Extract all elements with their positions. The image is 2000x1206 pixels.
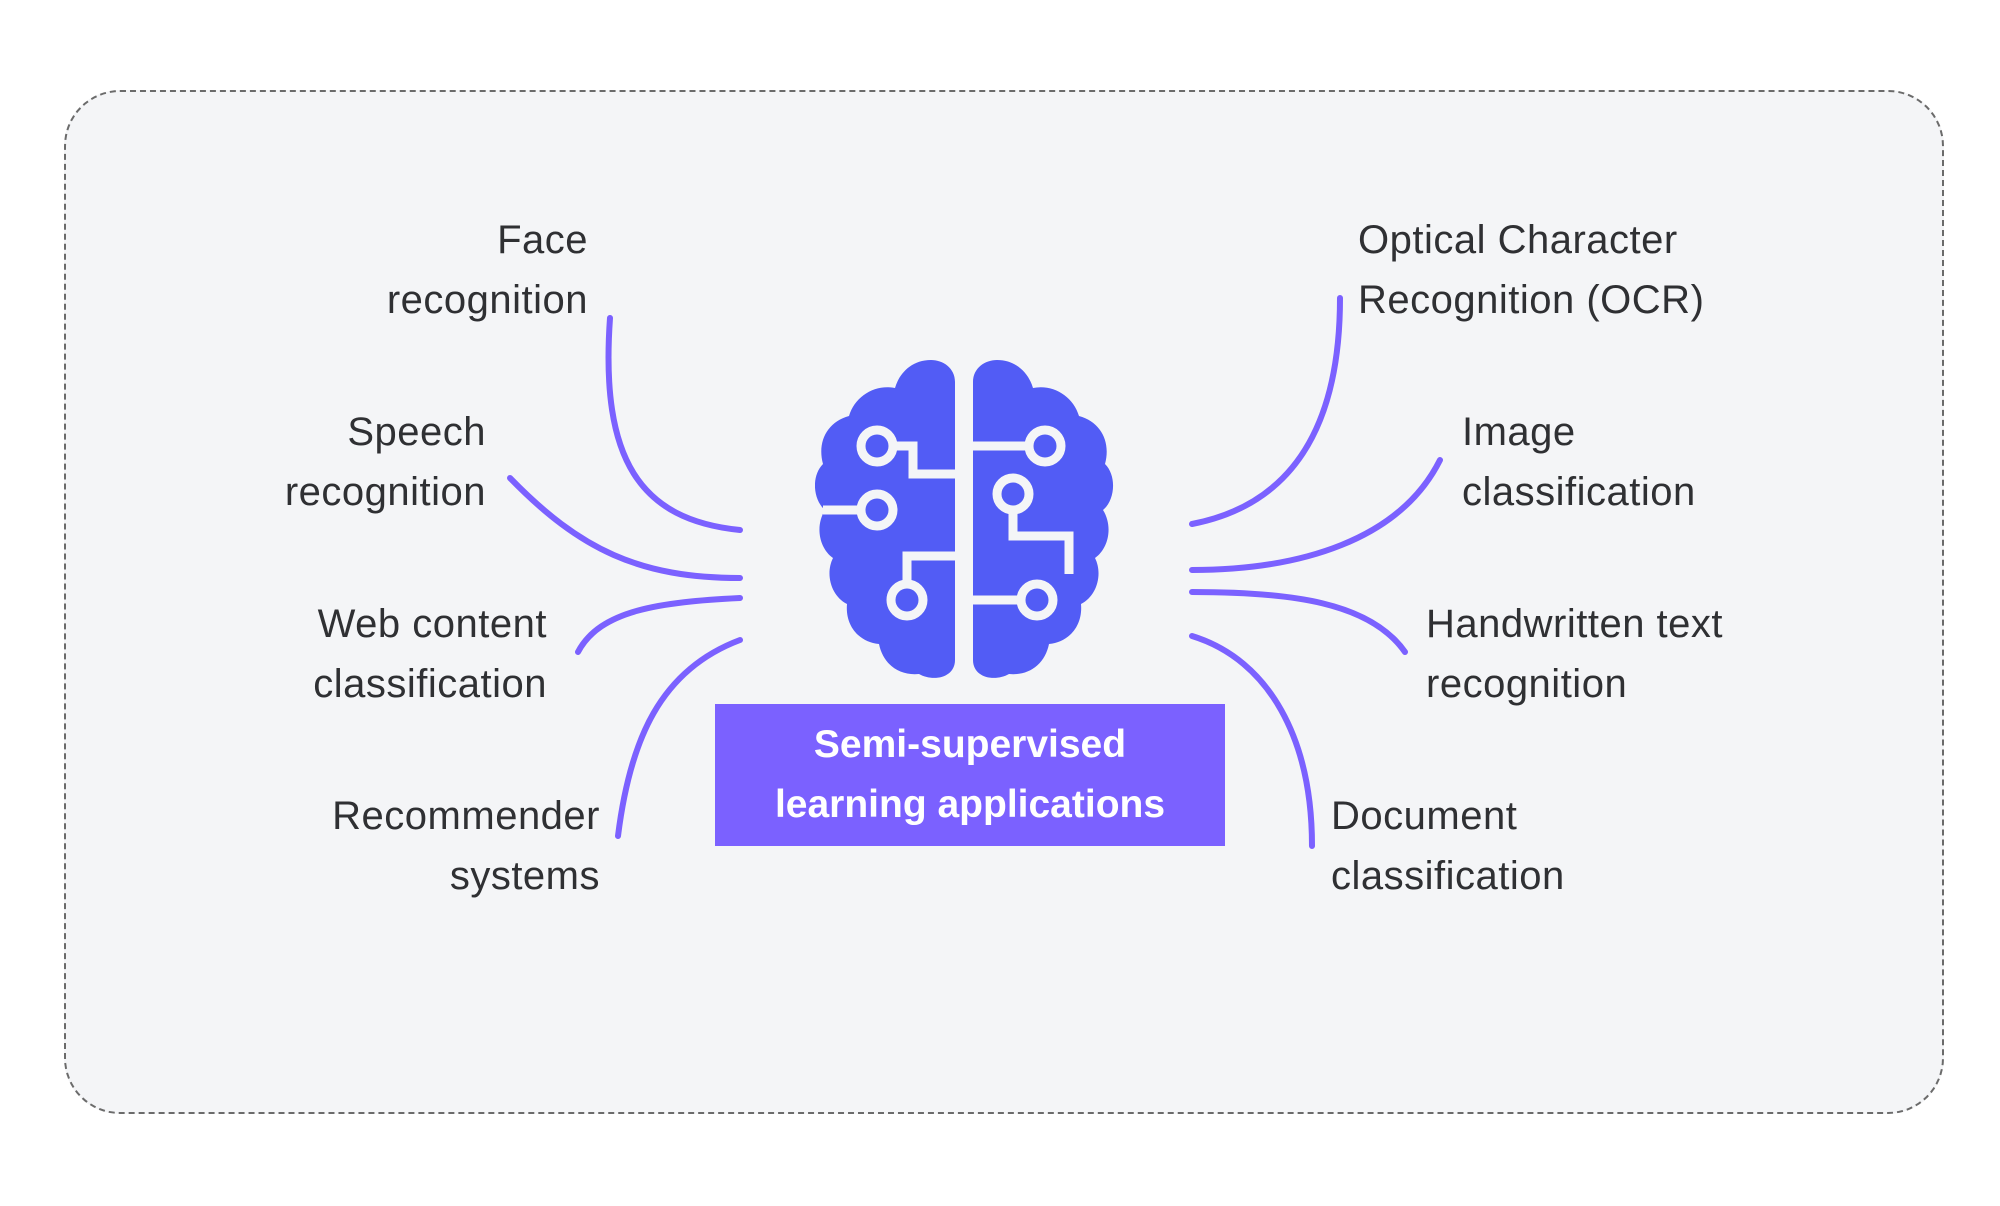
connector-recommender-systems [615, 637, 743, 839]
circuit-node [886, 579, 928, 621]
label-line: systems [449, 854, 600, 898]
circuit-trace [1008, 498, 1074, 574]
connector-face-recognition [605, 315, 743, 533]
label-line: Web content [317, 602, 547, 646]
connector-web-content-classification [575, 595, 743, 655]
label-line: Image [1462, 410, 1576, 454]
label-line: Handwritten text [1426, 602, 1724, 646]
circuit-node [1024, 425, 1066, 467]
circuit-node [992, 473, 1034, 515]
circuit-node [1016, 579, 1058, 621]
label-line: classification [313, 662, 547, 706]
label-line: Recommender [332, 794, 600, 838]
circuit-node [856, 425, 898, 467]
label-line: Speech [347, 410, 486, 454]
connector-speech-recognition [507, 475, 743, 581]
connector-handwritten-text [1189, 589, 1408, 655]
label-face-recognition: Face recognition [387, 210, 588, 330]
center-title-box: Semi-supervised learning applications [715, 704, 1225, 846]
connector-image-classification [1189, 457, 1443, 573]
label-line: Face [497, 218, 588, 262]
center-title-line1: Semi-supervised [813, 723, 1127, 766]
label-line: Document [1331, 794, 1518, 838]
connector-ocr [1189, 295, 1343, 527]
center-title-line2: learning applications [774, 783, 1166, 826]
label-image-classification: Image classification [1462, 402, 1696, 522]
label-document-classification: Document classification [1331, 786, 1565, 906]
label-ocr: Optical Character Recognition (OCR) [1358, 210, 1704, 330]
label-line: classification [1462, 470, 1696, 514]
label-line: recognition [284, 470, 486, 514]
label-recommender-systems: Recommender systems [332, 786, 600, 906]
brain-circuit-icon [815, 360, 1114, 678]
label-speech-recognition: Speech recognition [285, 402, 486, 522]
label-line: classification [1331, 854, 1565, 898]
label-line: recognition [1426, 662, 1628, 706]
label-line: recognition [386, 278, 588, 322]
brain-right-hemisphere [973, 360, 1114, 678]
label-line: Recognition (OCR) [1358, 278, 1705, 322]
connector-document-classification [1189, 633, 1315, 849]
label-web-content-classification: Web content classification [313, 594, 547, 714]
label-line: Optical Character [1358, 218, 1678, 262]
circuit-node [856, 489, 898, 531]
label-handwritten-text-recognition: Handwritten text recognition [1426, 594, 1723, 714]
